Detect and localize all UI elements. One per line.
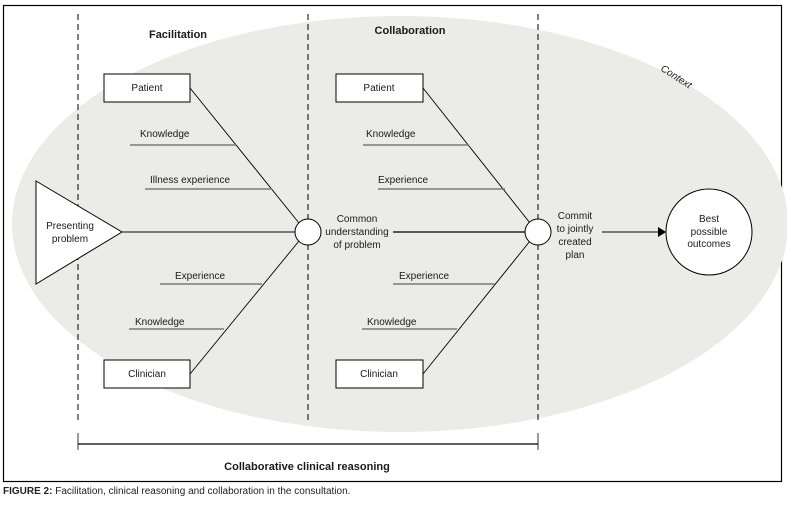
collaboration-header: Collaboration — [375, 25, 446, 37]
presenting-problem-triangle — [35, 180, 123, 285]
branch-label-experience: Experience — [399, 271, 449, 282]
node2-line2: to jointly — [557, 224, 594, 235]
branch-label-knowledge: Knowledge — [135, 317, 185, 328]
node1-line3: of problem — [333, 240, 380, 251]
patient-bone-facilitation — [189, 87, 300, 224]
outcome-line1: Best — [699, 214, 719, 225]
clinician-bone-collaboration — [422, 240, 531, 375]
facilitation-header: Facilitation — [149, 29, 207, 41]
commit-plan-node — [524, 218, 552, 246]
clinician-box-collaboration — [335, 359, 424, 389]
node2-line4: plan — [566, 250, 585, 261]
best-outcomes-circle — [665, 188, 753, 276]
caption-text: Facilitation, clinical reasoning and col… — [52, 486, 351, 497]
node2-line1: Commit — [558, 211, 593, 222]
caption-label: FIGURE 2: — [3, 486, 53, 497]
patient-bone-collaboration — [422, 87, 531, 224]
patient-box-facilitation — [103, 73, 191, 103]
context-ellipse — [12, 16, 787, 432]
outcome-line2: possible — [691, 227, 728, 238]
patient-label-collaboration: Patient — [363, 83, 394, 94]
presenting-problem-line1: Presenting — [46, 221, 94, 232]
branch-label-experience: Experience — [378, 175, 428, 186]
branch-label-knowledge: Knowledge — [366, 129, 416, 140]
node1-line2: understanding — [325, 227, 388, 238]
figure-caption: FIGURE 2: Facilitation, clinical reasoni… — [3, 486, 350, 497]
branch-label-knowledge: Knowledge — [140, 129, 190, 140]
presenting-problem-line2: problem — [52, 234, 88, 245]
node1-line1: Common — [337, 214, 378, 225]
clinician-bone-facilitation — [189, 240, 300, 375]
branch-label-illness-experience: Illness experience — [150, 175, 230, 186]
common-understanding-node — [294, 218, 322, 246]
clinician-label-facilitation: Clinician — [128, 369, 166, 380]
arrowhead-icon — [658, 227, 666, 237]
patient-label-facilitation: Patient — [131, 83, 162, 94]
branch-label-knowledge: Knowledge — [367, 317, 417, 328]
span-label: Collaborative clinical reasoning — [224, 461, 390, 473]
outcome-line3: outcomes — [687, 239, 730, 250]
patient-box-collaboration — [335, 73, 424, 103]
node2-line3: created — [558, 237, 591, 248]
clinician-label-collaboration: Clinician — [360, 369, 398, 380]
branch-label-experience: Experience — [175, 271, 225, 282]
clinician-box-facilitation — [103, 359, 191, 389]
